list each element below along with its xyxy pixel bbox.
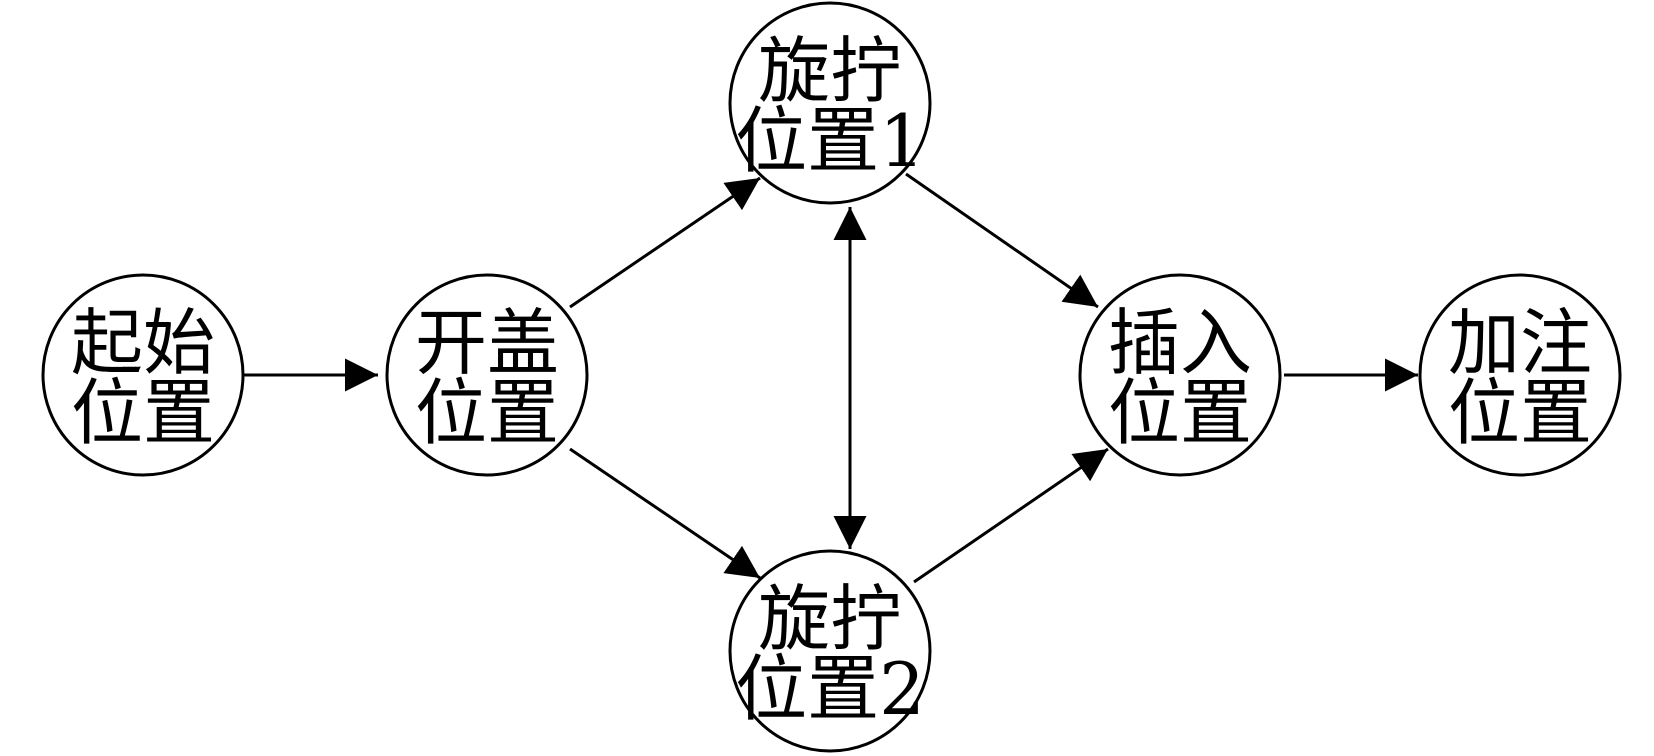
node-twist1-line2: 位置1 — [735, 99, 925, 183]
node-twist2-line2: 位置2 — [735, 647, 925, 731]
node-start-line1: 起始 — [71, 301, 215, 385]
node-start-line2: 位置 — [71, 371, 215, 455]
node-inject: 加注 位置 — [1418, 273, 1622, 477]
node-twist1: 旋拧 位置1 — [728, 1, 932, 205]
node-open: 开盖 位置 — [385, 273, 589, 477]
node-insert-line2: 位置 — [1108, 371, 1252, 455]
node-twist1-line1: 旋拧 — [758, 29, 902, 113]
node-inject-line1: 加注 — [1448, 301, 1592, 385]
node-insert: 插入 位置 — [1078, 273, 1282, 477]
edge-open-to-twist2 — [569, 447, 761, 580]
node-twist2: 旋拧 位置2 — [728, 549, 932, 753]
edge-open-to-twist1 — [569, 176, 761, 309]
edge-twist1-to-insert — [905, 172, 1099, 309]
node-open-line1: 开盖 — [415, 301, 559, 385]
node-twist2-line1: 旋拧 — [758, 577, 902, 661]
node-open-line2: 位置 — [415, 371, 559, 455]
edge-twist2-to-insert — [913, 447, 1109, 584]
node-start: 起始 位置 — [41, 273, 245, 477]
node-insert-line1: 插入 — [1108, 301, 1252, 385]
node-inject-line2: 位置 — [1448, 371, 1592, 455]
